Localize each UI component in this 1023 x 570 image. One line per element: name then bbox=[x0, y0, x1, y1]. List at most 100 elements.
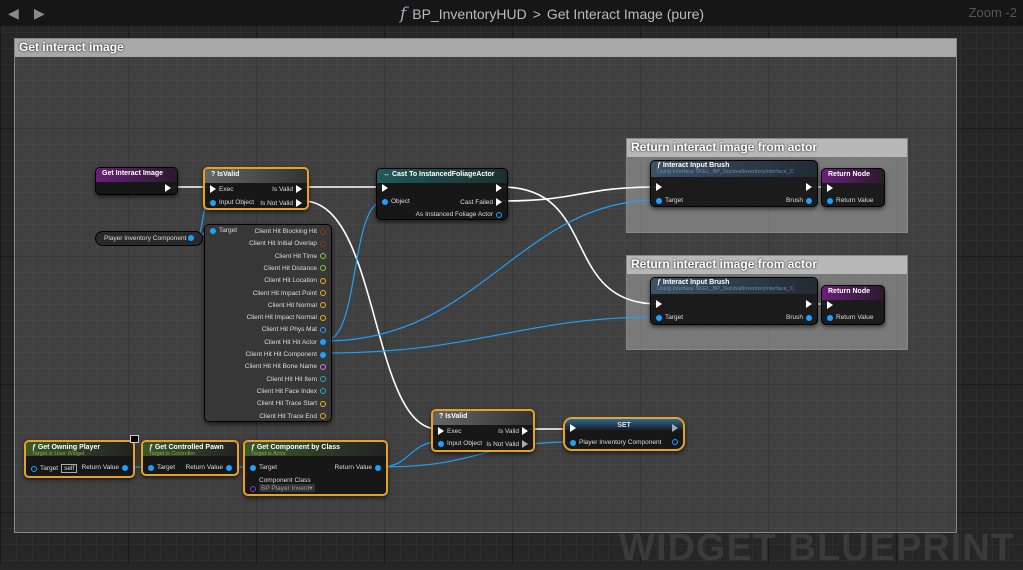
component-class-dropdown[interactable]: BP Player Invent▾ bbox=[259, 484, 315, 492]
return-node[interactable]: Return Node Return Value bbox=[821, 168, 885, 207]
input-object-pin[interactable]: Input Object bbox=[210, 199, 254, 206]
zoom-level: Zoom -2 bbox=[968, 5, 1017, 20]
hit-result-pin[interactable]: Client Hit Phys Mat bbox=[262, 326, 326, 333]
node-title: SET bbox=[565, 419, 683, 431]
object-wire bbox=[324, 199, 659, 342]
hit-result-pin[interactable]: Client Hit Hit Component bbox=[245, 351, 326, 358]
hit-result-pin[interactable]: Client Hit Initial Overlap bbox=[249, 240, 326, 247]
target-pin[interactable]: Target bbox=[656, 197, 683, 204]
exec-out-pin[interactable] bbox=[806, 183, 812, 191]
hit-result-pin[interactable]: Client Hit Time bbox=[275, 253, 326, 260]
target-pin[interactable]: Target bbox=[656, 314, 683, 321]
hit-result-pin[interactable]: Client Hit Location bbox=[264, 277, 326, 284]
exec-in-pin[interactable] bbox=[570, 424, 576, 432]
hit-result-pin[interactable]: Client Hit Hit Bone Name bbox=[245, 363, 326, 370]
comment-title: Return interact image from actor bbox=[627, 256, 907, 274]
is-not-valid-pin[interactable]: Is Not Valid bbox=[260, 199, 302, 207]
hit-result-pin[interactable]: Client Hit Normal bbox=[268, 302, 326, 309]
self-field: self bbox=[61, 464, 78, 473]
exec-in-pin[interactable]: Exec bbox=[210, 185, 233, 193]
exec-out-pin[interactable] bbox=[496, 184, 502, 192]
comment-title: Return interact image from actor bbox=[627, 139, 907, 157]
hit-result-pin[interactable]: Client Hit Distance bbox=[264, 265, 326, 272]
input-object-pin[interactable]: Input Object bbox=[438, 440, 482, 447]
hit-result-pin[interactable]: Client Hit Impact Point bbox=[253, 290, 326, 297]
exec-out-pin[interactable] bbox=[672, 424, 678, 432]
return-value-pin[interactable]: Return Value bbox=[827, 314, 873, 321]
breadcrumb-blueprint[interactable]: BP_InventoryHUD bbox=[412, 6, 527, 22]
exec-out-pin[interactable] bbox=[165, 184, 171, 192]
object-pin[interactable]: Object bbox=[382, 198, 410, 205]
target-pin[interactable]: Target bbox=[148, 464, 175, 471]
object-wire bbox=[324, 316, 659, 354]
player-inventory-component-getter[interactable]: Player Inventory Component bbox=[95, 231, 204, 246]
return-value-pin[interactable]: Return Value bbox=[827, 197, 873, 204]
return-value-pin[interactable]: Return Value bbox=[186, 464, 232, 471]
isvalid-node[interactable]: ? IsValid Exec Input Object Is Valid Is … bbox=[431, 409, 535, 452]
widget-blueprint-watermark: WIDGET BLUEPRINT bbox=[619, 527, 1015, 569]
hit-result-pin[interactable]: Client Hit Hit Item bbox=[266, 376, 326, 383]
as-instanced-foliage-actor-pin[interactable]: As Instanced Foliage Actor bbox=[416, 211, 502, 218]
is-valid-pin[interactable]: Is Valid bbox=[498, 427, 528, 435]
exec-in-pin[interactable] bbox=[656, 183, 662, 191]
is-not-valid-pin[interactable]: Is Not Valid bbox=[486, 440, 528, 448]
node-title: ? IsValid bbox=[205, 169, 307, 183]
exec-wire bbox=[501, 186, 659, 305]
brush-pin[interactable]: Brush bbox=[786, 197, 812, 204]
node-title: Return Node bbox=[822, 286, 884, 300]
return-value-pin[interactable]: Return Value bbox=[335, 464, 381, 471]
brush-pin[interactable]: Brush bbox=[786, 314, 812, 321]
exec-in-pin[interactable] bbox=[827, 184, 833, 192]
exec-in-pin[interactable]: Exec bbox=[438, 427, 461, 435]
exec-in-pin[interactable] bbox=[827, 301, 833, 309]
comment-title: Get interact image bbox=[15, 39, 956, 57]
object-wire bbox=[324, 200, 385, 342]
breadcrumb: f BP_InventoryHUD > Get Interact Image (… bbox=[400, 4, 704, 24]
hit-result-pin[interactable]: Client Hit Trace Start bbox=[257, 400, 326, 407]
exec-in-pin[interactable] bbox=[656, 300, 662, 308]
output-pin[interactable] bbox=[672, 439, 678, 445]
node-title: ↔ Cast To InstancedFoliageActor bbox=[377, 169, 507, 183]
target-pin[interactable]: Target bbox=[210, 227, 237, 234]
hit-result-pin[interactable]: Client Hit Face Index bbox=[257, 388, 326, 395]
hit-result-pin[interactable]: Client Hit Impact Normal bbox=[247, 314, 326, 321]
cast-node[interactable]: ↔ Cast To InstancedFoliageActor Object C… bbox=[376, 168, 508, 220]
function-entry-node[interactable]: Get Interact Image bbox=[95, 167, 178, 195]
node-title: Get Interact Image bbox=[96, 168, 177, 182]
exec-in-pin[interactable] bbox=[382, 184, 388, 192]
target-pin[interactable]: Target bbox=[250, 464, 277, 471]
back-button[interactable]: ◀ bbox=[8, 5, 19, 21]
return-value-pin[interactable]: Return Value bbox=[82, 464, 128, 471]
function-icon: f bbox=[400, 4, 407, 24]
set-variable-node[interactable]: SET Player Inventory Component bbox=[563, 417, 685, 451]
forward-button[interactable]: ▶ bbox=[34, 5, 45, 21]
object-pin[interactable] bbox=[188, 235, 195, 242]
graph-toolbar: ◀ ▶ f BP_InventoryHUD > Get Interact Ima… bbox=[0, 0, 1023, 26]
is-valid-pin[interactable]: Is Valid bbox=[272, 185, 302, 193]
object-wire bbox=[380, 441, 439, 468]
hit-result-pin[interactable]: Client Hit Hit Actor bbox=[264, 339, 326, 346]
hit-result-pin[interactable]: Client Hit Blocking Hit bbox=[255, 228, 326, 235]
object-wire bbox=[380, 441, 573, 468]
cast-failed-pin[interactable]: Cast Failed bbox=[460, 198, 502, 206]
hit-result-pin[interactable]: Client Hit Trace End bbox=[259, 413, 326, 420]
isvalid-node[interactable]: ? IsValid Exec Input Object Is Valid Is … bbox=[203, 167, 309, 210]
return-node[interactable]: Return Node Return Value bbox=[821, 285, 885, 325]
exec-out-pin[interactable] bbox=[806, 300, 812, 308]
player-inventory-component-pin[interactable]: Player Inventory Component bbox=[570, 439, 661, 446]
exec-wire bbox=[501, 186, 659, 202]
